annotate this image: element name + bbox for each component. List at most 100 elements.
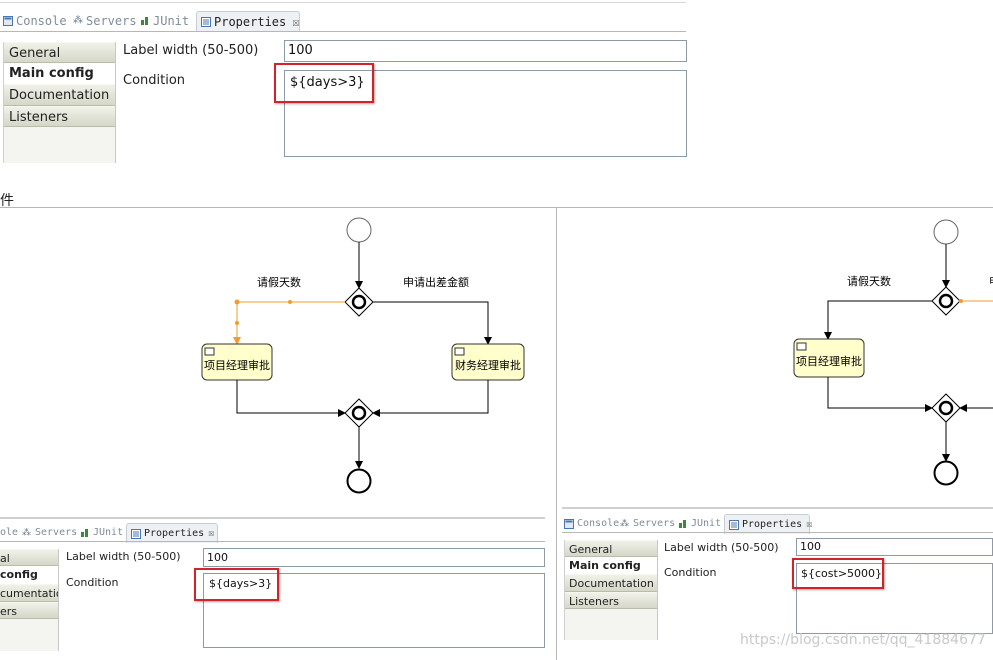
tab-servers[interactable]: ⁂ Servers <box>73 11 137 31</box>
condition-highlight <box>792 558 884 589</box>
flow-manager-merge[interactable] <box>827 377 933 412</box>
tab-properties-label: Properties <box>742 518 803 530</box>
label-width-input[interactable]: 100 <box>796 538 993 556</box>
watermark: https://blog.csdn.net/qq_41884677 <box>740 632 986 648</box>
tab-properties-label: Properties <box>214 14 287 29</box>
top-view-tabbar: Console ⁂ Servers JUnit Properties ☒ <box>0 11 686 31</box>
condition-textarea[interactable]: ${cost>5000} <box>796 563 993 634</box>
tab-console[interactable]: ole <box>0 523 18 543</box>
start-event-icon[interactable] <box>346 217 372 243</box>
nav-listeners[interactable]: Listeners <box>4 106 115 127</box>
close-icon[interactable]: ☒ <box>292 14 300 29</box>
console-icon <box>564 519 574 529</box>
close-icon[interactable]: ☒ <box>208 527 215 539</box>
servers-icon: ⁂ <box>22 528 31 538</box>
nav-documentation[interactable]: cumentation <box>0 584 58 602</box>
junit-icon <box>679 520 686 528</box>
tab-servers-label: Servers <box>633 518 676 529</box>
nav-listeners[interactable]: Listeners <box>565 592 657 609</box>
nav-general[interactable]: General <box>4 42 115 63</box>
condition-highlight <box>194 568 279 601</box>
tab-console[interactable]: Console <box>3 11 67 31</box>
task-manager-approval[interactable]: 项目经理审批 <box>201 343 273 381</box>
condition-highlight <box>274 63 374 103</box>
console-icon <box>3 16 13 26</box>
flow-days-selected[interactable] <box>233 301 345 345</box>
user-task-icon <box>204 347 215 356</box>
tab-properties[interactable]: Properties ☒ <box>126 523 218 543</box>
flow-bendpoint[interactable] <box>959 299 963 303</box>
nav-main-config[interactable]: config <box>0 566 58 584</box>
left-process-diagram: 请假天数 申请出差金额 项目经理审批 财务经理审批 <box>201 217 525 494</box>
end-event-icon[interactable] <box>933 460 959 486</box>
start-event-icon[interactable] <box>933 219 959 245</box>
diagram-frame-top <box>0 207 993 208</box>
tab-junit[interactable]: JUnit <box>140 11 189 31</box>
section-title: 件 <box>0 193 14 209</box>
flow-label-days: 请假天数 <box>257 275 301 289</box>
flow-label-cost: 申 <box>989 275 993 288</box>
gateway-icon[interactable] <box>931 393 961 423</box>
junit-icon <box>81 529 88 537</box>
right-process-diagram: 请假天数 申 项目经理审批 <box>793 219 993 486</box>
flow-bendpoint[interactable] <box>288 300 292 304</box>
nav-documentation[interactable]: Documentation <box>565 574 657 592</box>
gateway-icon[interactable] <box>344 287 374 317</box>
flow-finance-merge[interactable] <box>372 380 489 417</box>
tab-console-label: Console <box>577 518 620 529</box>
condition-value: ${days>3} <box>290 75 365 90</box>
tab-junit[interactable]: JUnit <box>80 523 123 543</box>
tab-properties[interactable]: Properties ☒ <box>196 11 300 31</box>
gateway-icon[interactable] <box>344 398 374 428</box>
label-width-input[interactable]: 100 <box>284 40 687 62</box>
nav-main-config[interactable]: Main config <box>4 63 115 84</box>
label-width-label: Label width (50-500) <box>66 550 181 563</box>
task-manager-label: 项目经理审批 <box>204 358 270 372</box>
condition-value: ${cost>5000} <box>801 567 883 580</box>
condition-label: Condition <box>123 73 186 88</box>
tab-console-label: ole <box>0 527 19 538</box>
task-finance-approval[interactable]: 财务经理审批 <box>451 343 525 381</box>
close-icon[interactable]: ☒ <box>806 518 813 530</box>
nav-documentation[interactable]: Documentation <box>4 84 115 106</box>
task-manager-label: 项目经理审批 <box>796 354 862 368</box>
tab-junit-label: JUnit <box>153 14 190 28</box>
tab-properties[interactable]: Properties ☒ <box>724 514 813 534</box>
tab-servers-label: Servers <box>35 527 78 538</box>
nav-general[interactable]: al <box>0 549 58 566</box>
diagram-frame-divider <box>556 207 557 660</box>
top-section-nav: General Main config Documentation Listen… <box>3 42 116 163</box>
br-tabbar-divider <box>562 532 993 533</box>
nav-listeners[interactable]: ers <box>0 602 58 619</box>
nav-main-config[interactable]: Main config <box>565 557 657 574</box>
label-width-input[interactable]: 100 <box>203 548 545 567</box>
tab-junit-label: JUnit <box>93 527 124 538</box>
task-finance-label: 财务经理审批 <box>455 358 521 372</box>
tab-servers[interactable]: ⁂ Servers <box>22 523 77 543</box>
flow-cost[interactable] <box>373 301 492 345</box>
bl-tabbar-divider <box>0 541 545 542</box>
condition-textarea[interactable]: ${days>3} <box>284 70 687 157</box>
top-tabbar-divider <box>0 31 686 32</box>
flow-days[interactable] <box>824 300 932 340</box>
tab-junit-label: JUnit <box>691 518 722 529</box>
tab-servers[interactable]: ⁂ Servers <box>620 514 675 534</box>
condition-textarea[interactable]: ${days>3} <box>203 573 545 648</box>
flow-manager-merge[interactable] <box>236 380 346 417</box>
nav-general[interactable]: General <box>565 540 657 557</box>
servers-icon: ⁂ <box>73 15 83 26</box>
junit-icon <box>141 17 148 25</box>
bl-section-nav: al config cumentation ers <box>0 549 59 651</box>
task-manager-approval[interactable]: 项目经理审批 <box>793 338 865 378</box>
br-view-tabbar: Console ⁂ Servers JUnit Properties ☒ <box>562 514 993 534</box>
tab-console[interactable]: Console <box>564 514 619 534</box>
tab-junit[interactable]: JUnit <box>678 514 721 534</box>
flow-bendpoint[interactable] <box>235 321 239 325</box>
gateway-icon[interactable] <box>931 286 961 316</box>
flow-bendpoint[interactable] <box>234 299 240 305</box>
servers-icon: ⁂ <box>620 519 629 529</box>
bl-view-tabbar: ole ⁂ Servers JUnit Properties ☒ <box>0 523 545 543</box>
properties-icon <box>131 528 141 539</box>
end-event-icon[interactable] <box>346 468 372 494</box>
top-frame-line <box>0 2 686 3</box>
